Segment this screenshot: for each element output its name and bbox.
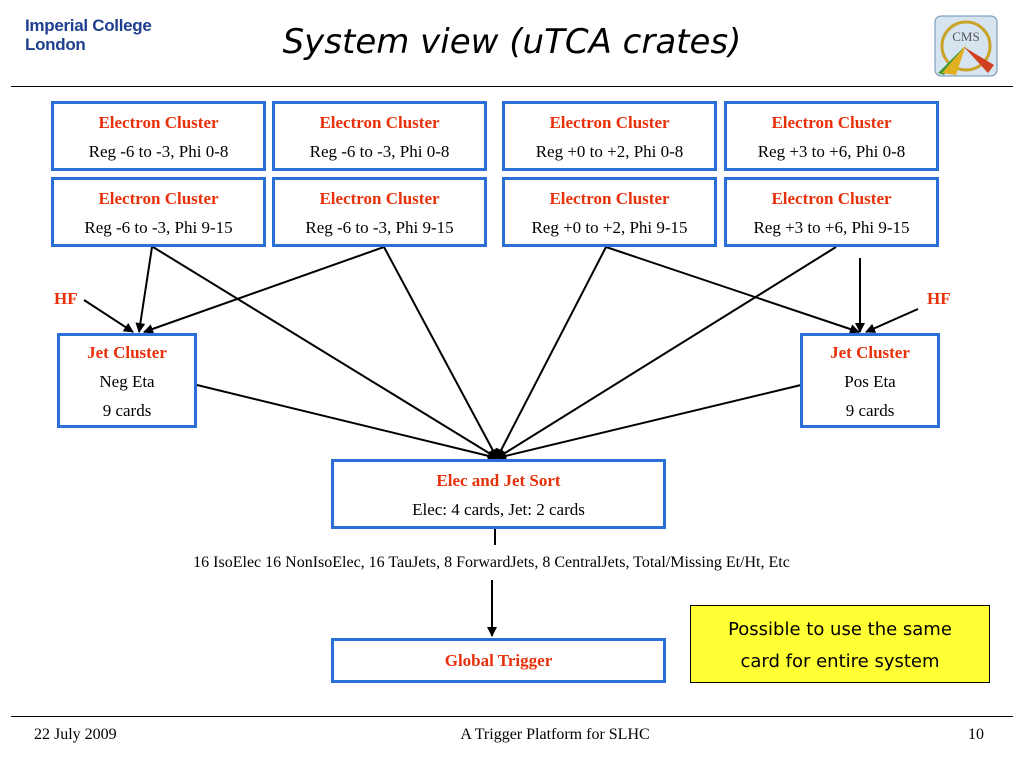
arrow-hf-left (83, 299, 134, 333)
box-region: Reg +0 to +2, Phi 9-15 (531, 218, 688, 237)
arrow-jet-pos-to-sort (496, 384, 802, 461)
note-box: Possible to use the same card for entire… (690, 605, 990, 683)
arrow-ec6-to-sort (383, 246, 498, 459)
electron-cluster-3: Electron Cluster Reg +0 to +2, Phi 0-8 (502, 101, 717, 171)
box-line-1: Neg Eta (99, 372, 155, 391)
box-line-1: Pos Eta (844, 372, 896, 391)
footer-title: A Trigger Platform for SLHC (460, 726, 650, 743)
footer-date: 22 July 2009 (34, 726, 117, 743)
slide-title: System view (uTCA crates) (282, 22, 742, 62)
box-region: Reg +3 to +6, Phi 9-15 (753, 218, 910, 237)
electron-cluster-8: Electron Cluster Reg +3 to +6, Phi 9-15 (724, 177, 939, 247)
box-region: Reg -6 to -3, Phi 9-15 (84, 218, 233, 237)
box-heading: Elec and Jet Sort (436, 471, 561, 490)
electron-cluster-6: Electron Cluster Reg -6 to -3, Phi 9-15 (272, 177, 487, 247)
electron-cluster-2: Electron Cluster Reg -6 to -3, Phi 0-8 (272, 101, 487, 171)
footer-page-number: 10 (968, 726, 984, 743)
footer-divider (11, 716, 1013, 717)
sort-outputs-text: 16 IsoElec 16 NonIsoElec, 16 TauJets, 8 … (193, 554, 790, 571)
jet-cluster-pos-eta: Jet Cluster Pos Eta 9 cards (800, 333, 940, 428)
box-heading: Electron Cluster (771, 113, 892, 132)
note-line-1: Possible to use the same (728, 619, 952, 640)
arrow-ec8-to-sort (496, 246, 837, 459)
imperial-college-logo: Imperial College London (25, 16, 152, 54)
electron-cluster-4: Electron Cluster Reg +3 to +6, Phi 0-8 (724, 101, 939, 171)
hf-label-right: HF (927, 289, 951, 308)
header-divider (11, 86, 1013, 87)
cms-logo-icon: CMS (934, 15, 998, 77)
arrow-ec7-to-jet-pos (605, 246, 860, 334)
box-heading: Jet Cluster (830, 343, 910, 362)
electron-cluster-1: Electron Cluster Reg -6 to -3, Phi 0-8 (51, 101, 266, 171)
arrow-ec6-to-jet-neg (143, 246, 385, 334)
box-heading: Electron Cluster (319, 189, 440, 208)
arrow-hf-right (865, 308, 919, 333)
electron-cluster-7: Electron Cluster Reg +0 to +2, Phi 9-15 (502, 177, 717, 247)
box-region: Reg +3 to +6, Phi 0-8 (757, 142, 906, 161)
box-heading: Jet Cluster (87, 343, 167, 362)
elec-jet-sort-box: Elec and Jet Sort Elec: 4 cards, Jet: 2 … (331, 459, 666, 529)
box-heading: Electron Cluster (98, 189, 219, 208)
global-trigger-box: Global Trigger (331, 638, 666, 683)
box-region: Reg +0 to +2, Phi 0-8 (535, 142, 684, 161)
box-heading: Electron Cluster (319, 113, 440, 132)
jet-cluster-neg-eta: Jet Cluster Neg Eta 9 cards (57, 333, 197, 428)
hf-label-left: HF (54, 289, 78, 308)
arrow-ec5-to-jet-neg (135, 246, 153, 333)
box-heading: Electron Cluster (771, 189, 892, 208)
logo-line-1: Imperial College (25, 16, 152, 35)
arrow-jet-neg-to-sort (196, 384, 498, 461)
box-line-1: Elec: 4 cards, Jet: 2 cards (412, 500, 585, 519)
box-line-2: 9 cards (102, 401, 152, 420)
box-region: Reg -6 to -3, Phi 9-15 (305, 218, 454, 237)
box-region: Reg -6 to -3, Phi 0-8 (88, 142, 229, 161)
logo-line-2: London (25, 35, 86, 54)
box-heading: Global Trigger (444, 651, 553, 670)
box-heading: Electron Cluster (98, 113, 219, 132)
note-line-2: card for entire system (740, 651, 940, 672)
cms-logo-text: CMS (952, 29, 979, 44)
box-line-2: 9 cards (845, 401, 895, 420)
arrow-ec7-to-sort (496, 246, 607, 459)
arrow-ec5-to-sort (152, 246, 498, 459)
electron-cluster-5: Electron Cluster Reg -6 to -3, Phi 9-15 (51, 177, 266, 247)
box-heading: Electron Cluster (549, 189, 670, 208)
box-heading: Electron Cluster (549, 113, 670, 132)
box-region: Reg -6 to -3, Phi 0-8 (309, 142, 450, 161)
